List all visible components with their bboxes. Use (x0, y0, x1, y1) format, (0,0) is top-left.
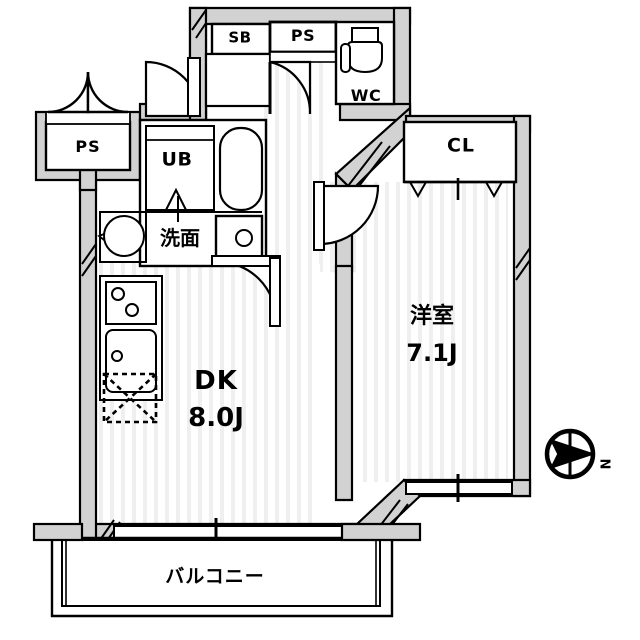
door-swings-upper (268, 60, 312, 115)
ps-left-door-track (45, 111, 131, 125)
sb-lower-area (204, 52, 272, 108)
hatch-left-2 (81, 255, 97, 277)
balcony-wall-right (340, 522, 422, 542)
room-label-balcony: バルコニー (165, 565, 265, 588)
hatch-diag-upper-1 (347, 141, 383, 187)
dk-door-leaf (269, 257, 281, 327)
room-label-cl: CL (446, 134, 476, 157)
refrigerator-x-2 (103, 373, 157, 423)
room-label-dk: DK (194, 366, 238, 396)
balcony-outline (50, 536, 394, 618)
stove-burner-2 (125, 303, 139, 317)
kitchen-faucet (111, 350, 123, 362)
upper-utility-block (204, 20, 396, 108)
entrance-door-leaf (187, 57, 201, 117)
bathtub (218, 126, 264, 212)
kitchen-sink (105, 329, 157, 393)
bedroom-window (405, 474, 513, 502)
cl-box (402, 120, 518, 184)
compass-rose (544, 428, 596, 480)
balcony (32, 522, 422, 618)
balcony-sliding-door-frame (113, 525, 343, 539)
ps-top-box (268, 20, 338, 54)
interior-doors (211, 181, 380, 327)
room-label-ps-left: PS (75, 137, 101, 156)
ub-door-fold (165, 187, 187, 211)
hatch-top-left-2 (195, 22, 207, 39)
room-label-sb: SB (228, 28, 252, 47)
wall-bedroom-left (334, 264, 354, 502)
stove (105, 281, 157, 325)
compass-needle (549, 438, 596, 470)
toilet-bowl (347, 41, 383, 74)
sb-box (210, 22, 272, 56)
ps-door-swing-left (47, 71, 90, 114)
hatch-right-2 (515, 259, 531, 281)
washing-machine-drain (235, 229, 253, 247)
balcony-wall-left (32, 522, 84, 542)
ps-door-swing-right (86, 71, 129, 114)
washbasin (103, 215, 145, 257)
refrigerator-space (102, 372, 158, 424)
room-area-dk: 8.0J (188, 403, 244, 433)
balcony-inner-rail (61, 539, 381, 607)
room-label-yoshitsu: 洋室 (409, 304, 455, 329)
hatch-dk-bottom-1 (99, 519, 115, 541)
toilet-side-tank (340, 43, 351, 73)
bedroom-door-leaf (313, 181, 325, 251)
bedroom-closet (402, 120, 518, 200)
hatch-top-left-1 (191, 9, 207, 31)
bedroom-door-swing (318, 184, 380, 246)
washbasin-cabinet (99, 211, 147, 263)
hatch-left-1 (81, 243, 97, 265)
room-label-ps-top: PS (290, 26, 316, 45)
compass-north-label: N (596, 458, 612, 470)
bath-washroom-block (97, 118, 268, 268)
cl-door-chevron-left (409, 181, 427, 199)
ps-top-underline (269, 51, 337, 63)
wc-door-swing (269, 60, 312, 115)
hatch-right-1 (515, 247, 531, 269)
room-label-senmen: 洗面 (160, 226, 200, 250)
kitchen-counter (99, 275, 163, 424)
entrance-door (144, 57, 202, 118)
hatch-diag-upper-2 (355, 145, 391, 191)
room-area-yoshitsu: 7.1J (406, 339, 458, 367)
room-label-wc: WC (350, 86, 382, 105)
ps-left-closet (44, 71, 132, 172)
wall-dk-left (78, 170, 98, 542)
refrigerator-x-1 (103, 373, 157, 423)
room-label-ub: UB (161, 148, 193, 171)
stove-burner-1 (111, 287, 125, 301)
bedroom-floor (356, 182, 508, 482)
cl-door-chevron-right (485, 181, 503, 199)
